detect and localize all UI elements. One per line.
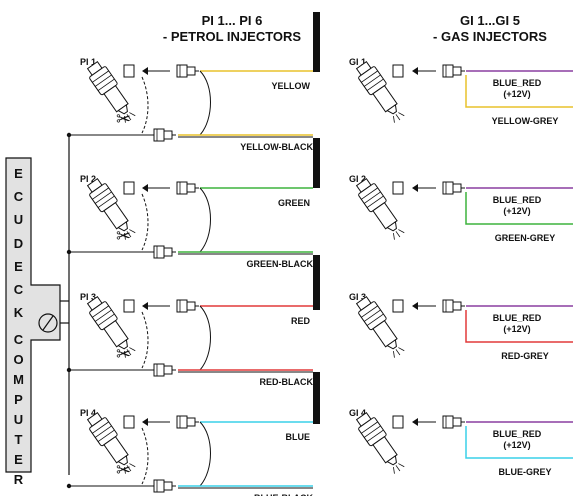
ecu-harness [60,133,70,475]
ecu-letter: M [13,372,24,387]
scissors-icon: ✂ [116,109,131,130]
ecu-letter: R [14,472,24,487]
petrol-signal-label: YELLOW [272,81,311,91]
loom-segment [313,255,320,310]
ecu-gauge-icon [38,313,58,333]
petrol-signal-connector [176,181,199,195]
petrol-signal-connector [176,64,199,78]
gas-injector-group: GI 2 BLUE_RED(+12V) GREEN-GREY [349,174,573,243]
gas-voltage-label: (+12V) [503,324,530,334]
ecu-letter: D [14,236,23,251]
gas-injector-icon [355,61,405,123]
ecu-gauge-needle [42,315,54,331]
gas-ground-label: BLUE-GREY [498,467,551,477]
gas-injector-group: GI 3 BLUE_RED(+12V) RED-GREY [349,292,573,361]
petrol-injector-group: PI 4 ✂ BLUE BLUE-BLACK [66,408,313,496]
petrol-ground-connector [153,479,176,493]
petrol-injector-id: PI 1 [80,57,96,67]
gas-voltage-label: (+12V) [503,440,530,450]
ecu-letter: O [13,352,23,367]
petrol-injector-id: PI 3 [80,292,96,302]
ecu-letter: K [14,305,24,320]
gas-ground-label: YELLOW-GREY [492,116,559,126]
petrol-signal-label: GREEN [278,198,310,208]
ecu-box [5,157,61,473]
gas-injector-icon [355,178,405,240]
gas-ground-wire [465,426,573,459]
petrol-injector-id: PI 4 [80,408,96,418]
gas-header-title: GI 1...GI 5 [460,13,520,28]
petrol-injector-group: PI 2 ✂ GREEN GREEN-BLACK [66,174,314,269]
gas-voltage-label: (+12V) [503,89,530,99]
gas-injector-id: GI 3 [349,292,366,302]
gas-injector-group: GI 4 BLUE_RED(+12V) BLUE-GREY [349,408,573,477]
ecu-letter: C [14,189,24,204]
gas-supply-label: BLUE_RED [493,195,542,205]
petrol-ground-connector [153,245,176,259]
loom-segment [313,12,320,72]
gas-connector [442,64,465,78]
ecu-letter: P [14,392,23,407]
petrol-injector-icon [86,61,136,123]
petrol-header-title: PI 1... PI 6 [202,13,263,28]
gas-supply-label: BLUE_RED [493,429,542,439]
gas-injector-id: GI 4 [349,408,366,418]
gas-ground-label: RED-GREY [501,351,549,361]
gas-ground-wire [465,310,573,343]
petrol-signal-connector [176,415,199,429]
gas-voltage-label: (+12V) [503,206,530,216]
petrol-injector-icon [86,178,136,240]
ecu-letter: C [14,332,24,347]
gas-header-subtitle: - GAS INJECTORS [433,29,547,44]
petrol-header-subtitle: - PETROL INJECTORS [163,29,302,44]
gas-connector [442,415,465,429]
ecu-letter: E [14,452,23,467]
petrol-signal-label: BLUE [286,432,311,442]
gas-injector-icon [355,412,405,474]
gas-injector-icon [355,296,405,358]
gas-connector [442,181,465,195]
gas-injector-id: GI 1 [349,57,366,67]
petrol-ground-label: YELLOW-BLACK [240,142,313,152]
gas-ground-label: GREEN-GREY [495,233,556,243]
petrol-injectors: PI 1 ✂ YELLOW YELLOW-BLACK PI 2 ✂ GREEN GREEN-B… [66,57,314,496]
ecu-letter: E [14,166,23,181]
petrol-ground-connector [153,128,176,142]
petrol-ground-label: BLUE-BLACK [254,493,313,496]
petrol-injector-icon [86,412,136,474]
ecu-letter: U [14,212,23,227]
scissors-icon: ✂ [116,344,131,365]
ecu-letter: T [15,432,23,447]
ecu-letter: E [14,259,23,274]
gas-supply-label: BLUE_RED [493,313,542,323]
gas-ground-wire [465,192,573,225]
scissors-icon: ✂ [116,226,131,247]
petrol-signal-connector [176,299,199,313]
petrol-signal-label: RED [291,316,311,326]
ecu-letter: U [14,412,23,427]
petrol-ground-label: RED-BLACK [260,377,314,387]
petrol-ground-connector [153,363,176,377]
petrol-ground-label: GREEN-BLACK [247,259,314,269]
petrol-injector-group: PI 1 ✂ YELLOW YELLOW-BLACK [66,57,313,152]
loom-segment [313,372,320,424]
petrol-injector-icon [86,296,136,358]
gas-injector-id: GI 2 [349,174,366,184]
petrol-injector-id: PI 2 [80,174,96,184]
scissors-icon: ✂ [116,460,131,481]
gas-supply-label: BLUE_RED [493,78,542,88]
wiring-loom [313,12,320,424]
gas-ground-wire [465,75,573,108]
ecu-letter: C [14,282,24,297]
loom-segment [313,138,320,188]
petrol-injector-group: PI 3 ✂ RED RED-BLACK [66,292,314,387]
gas-injector-group: GI 1 BLUE_RED(+12V) YELLOW-GREY [349,57,573,126]
gas-connector [442,299,465,313]
